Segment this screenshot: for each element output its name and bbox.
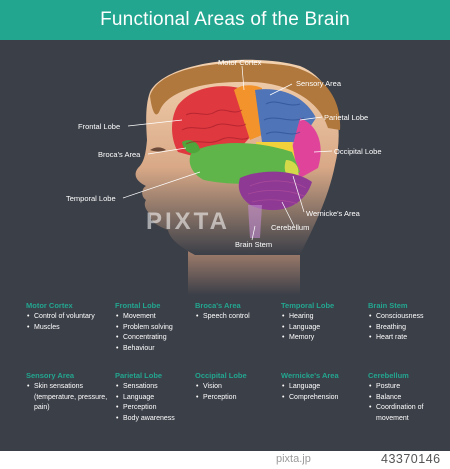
label-parietal-lobe: Parietal Lobe [324, 113, 369, 122]
legend-item: Vision [195, 382, 285, 393]
cerebellum-shape [238, 171, 312, 211]
label-brocas-area: Broca's Area [98, 150, 141, 159]
legend-motor-cortex: Motor Cortex Control of voluntary Muscle… [26, 301, 116, 333]
legend-title: Frontal Lobe [115, 301, 161, 310]
legend-title: Broca's Area [195, 301, 241, 310]
legend-item: Consciousness [368, 312, 448, 323]
frontal-lobe-shape [172, 86, 255, 158]
cerebellum-folds [247, 180, 307, 205]
parietal-gyri [263, 101, 305, 135]
label-frontal-lobe: Frontal Lobe [78, 122, 121, 131]
legend-sensory-area: Sensory Area Skin sensations (temperatur… [26, 371, 108, 414]
legend-item: Balance [368, 393, 446, 404]
label-sensory-area: Sensory Area [296, 79, 342, 88]
legend-item: Heart rate [368, 333, 448, 344]
legend-item: Body awareness [115, 414, 205, 425]
eye-shape [150, 147, 166, 152]
legend-item: Sensations [115, 382, 205, 393]
legend-item: Speech control [195, 312, 285, 323]
legend-item: Breathing [368, 323, 448, 334]
brain-stem-shape [248, 205, 262, 238]
hair-shape [150, 62, 341, 130]
legend-item: Movement [115, 312, 205, 323]
legend-occipital-lobe: Occipital Lobe Vision Perception [195, 371, 285, 403]
label-wernickes-area: Wernicke's Area [306, 209, 360, 218]
legend-item: Language [115, 393, 205, 404]
legend-title: Sensory Area [26, 371, 75, 380]
legend-item: Language [281, 382, 371, 393]
legend-parietal-lobe: Parietal Lobe Sensations Language Percep… [115, 371, 205, 424]
pointer-lines [122, 65, 333, 241]
legend-frontal-lobe: Frontal Lobe Movement Problem solving Co… [115, 301, 205, 354]
legend-brocas-area: Broca's Area Speech control [195, 301, 285, 323]
label-occipital-lobe: Occipital Lobe [334, 147, 382, 156]
brain-illustration [122, 59, 341, 295]
legend-item: Coordination of movement [368, 403, 446, 424]
motor-cortex-shape [234, 85, 262, 140]
legend-item: Control of voluntary [26, 312, 116, 323]
occipital-lobe-shape [292, 118, 321, 178]
legend-title: Occipital Lobe [195, 371, 247, 380]
legend-item: Concentrating [115, 333, 205, 344]
label-motor-cortex: Motor Cortex [218, 58, 262, 67]
legend-item: Perception [195, 393, 285, 404]
legend-title: Temporal Lobe [281, 301, 335, 310]
legend-item: Perception [115, 403, 205, 414]
legend-item: Posture [368, 382, 446, 393]
title-bar: Functional Areas of the Brain [0, 0, 450, 40]
frontal-gyri [181, 109, 249, 145]
legend-temporal-lobe: Temporal Lobe Hearing Language Memory [281, 301, 371, 344]
label-brain-stem: Brain Stem [235, 240, 273, 249]
legend-item: Comprehension [281, 393, 371, 404]
legend-cerebellum: Cerebellum Posture Balance Coordination … [368, 371, 446, 424]
legend-wernickes-area: Wernicke's Area Language Comprehension [281, 371, 371, 403]
legend-title: Brain Stem [368, 301, 408, 310]
legend-title: Cerebellum [368, 371, 409, 380]
legend-title: Wernicke's Area [281, 371, 339, 380]
legend-brain-stem: Brain Stem Consciousness Breathing Heart… [368, 301, 448, 344]
label-cerebellum: Cerebellum [271, 223, 310, 232]
legend-item: Skin sensations (temperature, pressure, … [26, 382, 108, 414]
label-temporal-lobe: Temporal Lobe [66, 194, 116, 203]
page-title: Functional Areas of the Brain [100, 9, 350, 30]
footer-brand: pixta.jp [276, 453, 311, 465]
legend-item: Muscles [26, 323, 116, 334]
watermark: PIXTA [146, 208, 230, 235]
legend-item: Problem solving [115, 323, 205, 334]
legend-title: Motor Cortex [26, 301, 73, 310]
footer-image-id: 43370146 [381, 452, 441, 466]
legend-title: Parietal Lobe [115, 371, 163, 380]
legend-item: Language [281, 323, 371, 334]
legend-item: Hearing [281, 312, 371, 323]
legend-item: Behaviour [115, 344, 205, 355]
footer-bar: pixta.jp 43370146 [0, 451, 450, 469]
legend-item: Memory [281, 333, 371, 344]
